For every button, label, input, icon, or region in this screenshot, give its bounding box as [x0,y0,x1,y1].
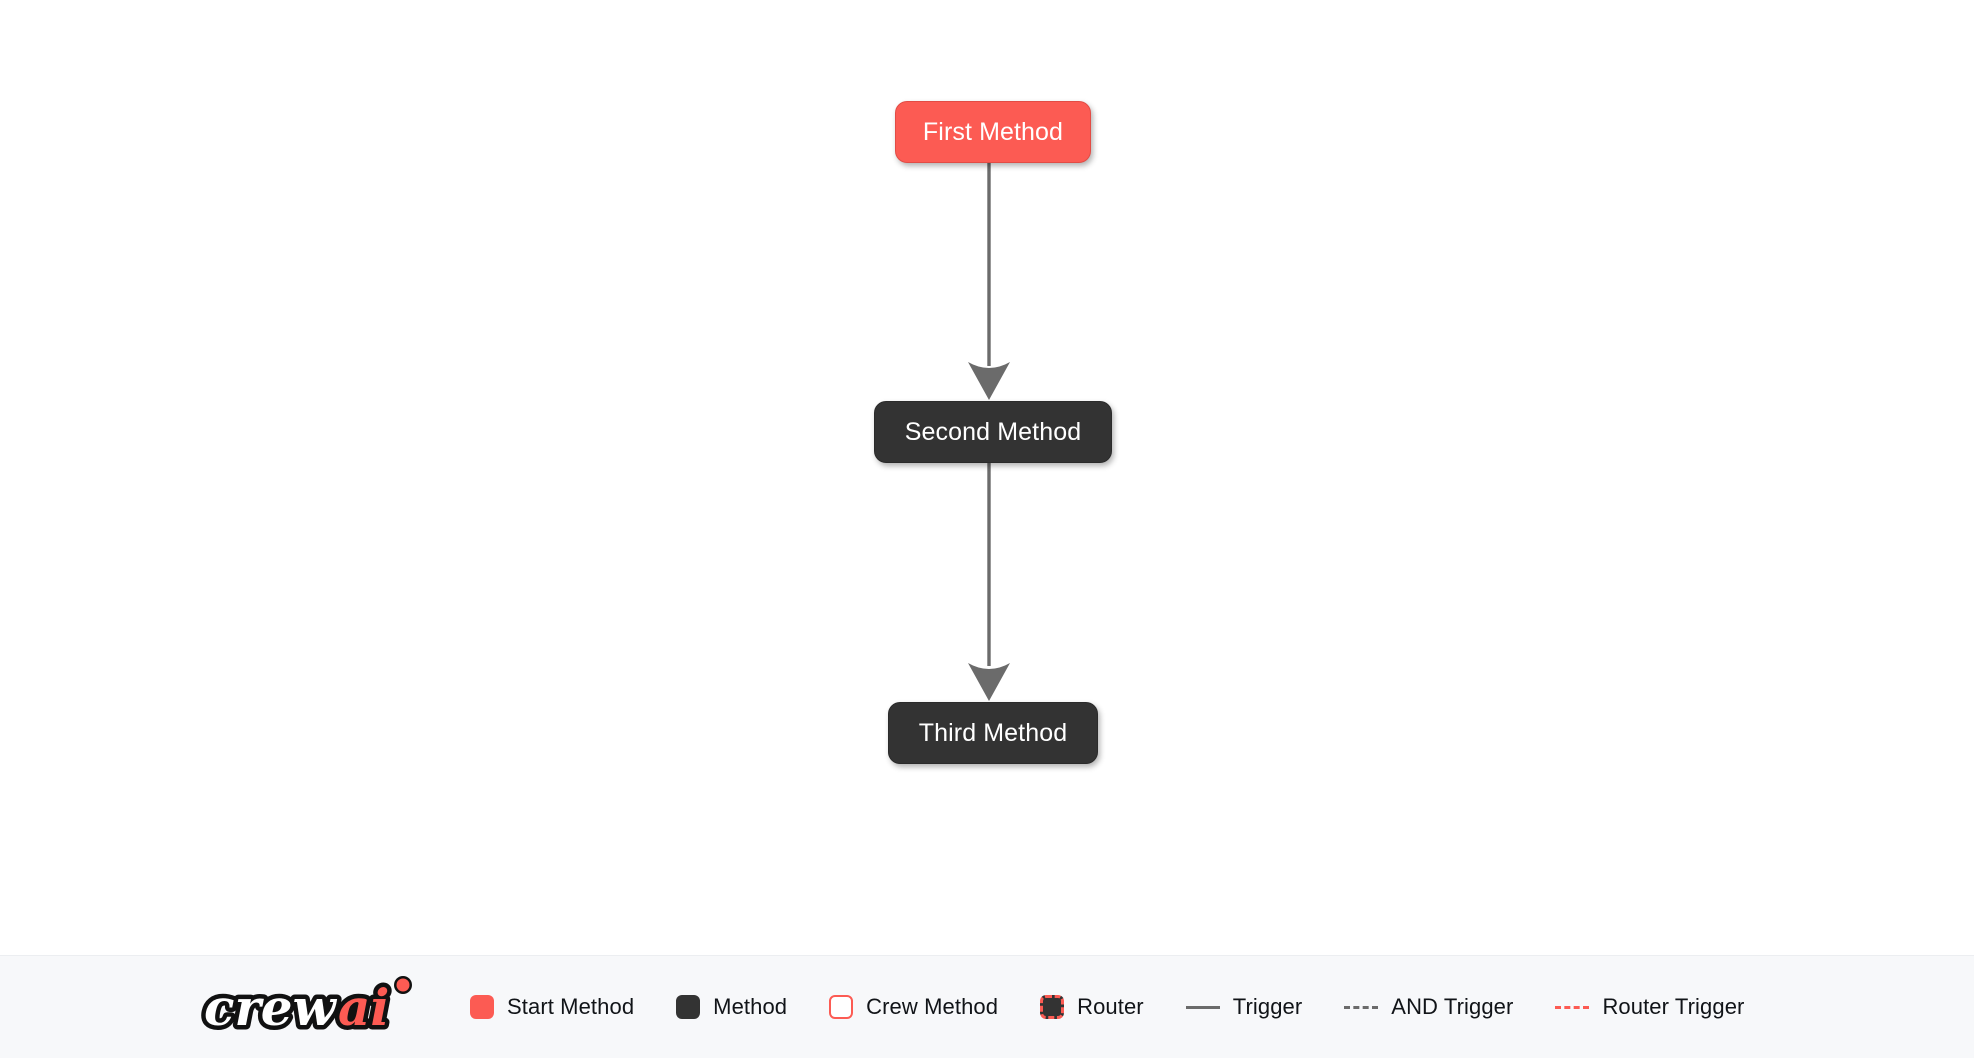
logo-dot [396,978,410,992]
legend-item-and-trigger: AND Trigger [1344,994,1513,1020]
logo-word-accent-outline: ai [338,978,389,1037]
legend-label: Start Method [507,994,635,1019]
edge-first-to-second [968,163,1010,400]
edge-second-to-third [968,463,1010,701]
crewai-logo: crew crew ai ai [200,974,412,1042]
legend-item-crew-method: Crew Method [829,994,998,1020]
method-swatch-icon [676,995,701,1019]
legend-item-trigger: Trigger [1185,994,1303,1020]
legend-label: Crew Method [866,994,999,1019]
flow-node-label: Third Method [918,718,1068,747]
legend-label: Router [1077,994,1144,1019]
flow-node-label: Second Method [904,417,1082,446]
start-method-swatch-icon [470,995,494,1019]
logo-word-dark-outline: crew [204,978,338,1037]
and-trigger-line-icon [1344,1005,1379,1009]
flow-node-label: First Method [922,117,1064,146]
router-trigger-line-icon [1555,1005,1590,1009]
legend-label: AND Trigger [1391,994,1514,1019]
legend-item-start-method: Start Method [470,994,634,1020]
flow-node-first-method[interactable]: First Method [895,101,1091,163]
router-swatch-icon [1040,995,1065,1019]
legend-bar: crew crew ai ai Start Method Method Crew… [0,955,1974,1058]
flow-node-third-method[interactable]: Third Method [888,702,1098,764]
legend-label: Method [713,994,788,1019]
legend-item-router: Router [1040,994,1144,1020]
flow-node-second-method[interactable]: Second Method [874,401,1112,463]
trigger-line-icon [1185,1005,1220,1009]
legend-items: Start Method Method Crew Method Router T… [470,994,1744,1020]
legend-item-router-trigger: Router Trigger [1555,994,1744,1020]
legend-label: Trigger [1232,994,1303,1019]
legend-label: Router Trigger [1602,994,1745,1019]
flow-canvas[interactable]: First Method Second Method Third Method [0,0,1974,955]
crew-method-swatch-icon [829,995,854,1019]
logo-word-dark: crew [204,978,338,1037]
legend-item-method: Method [676,994,787,1020]
logo-word-accent: ai [338,978,389,1037]
